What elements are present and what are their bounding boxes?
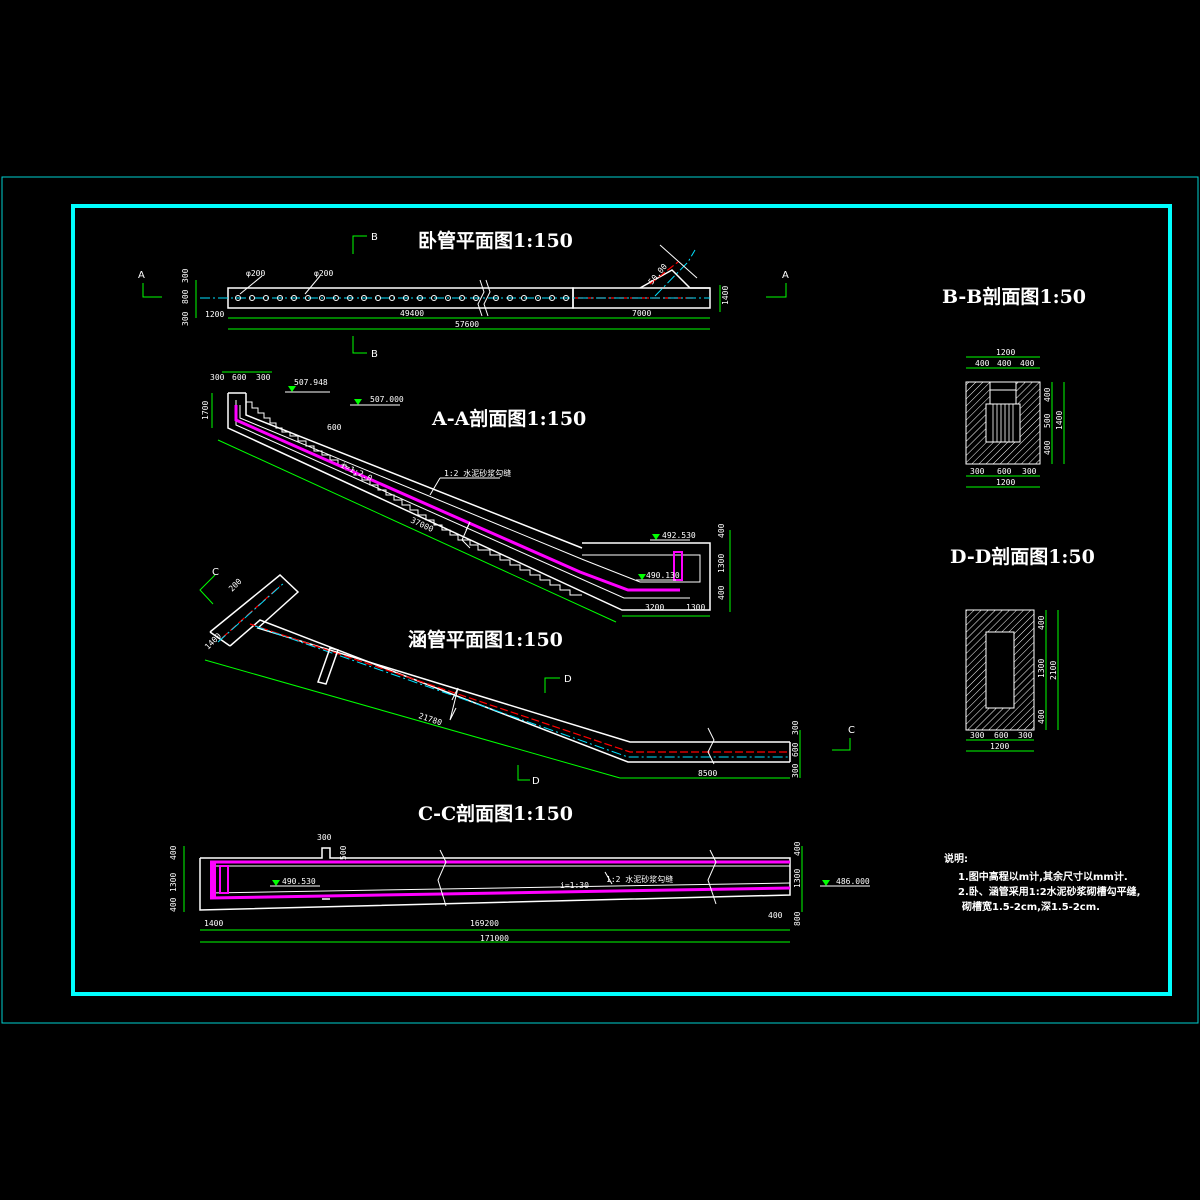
- culvert-dim-600: 600: [791, 742, 800, 757]
- bb-dim-top1200: 1200: [996, 348, 1015, 357]
- dd-dim-b600: 600: [994, 731, 1009, 740]
- aa-dim-400b: 400: [717, 585, 726, 600]
- bb-dim-b300a: 300: [970, 467, 985, 476]
- aa-dim-3200: 3200: [645, 603, 664, 612]
- bb-dim-r400b: 400: [1043, 440, 1052, 455]
- cc-dim-400a: 400: [169, 845, 178, 860]
- notes-heading: 说明:: [944, 852, 968, 865]
- plan-dim-49400: 49400: [400, 309, 424, 318]
- dd-dim-b300a: 300: [970, 731, 985, 740]
- marker-c-left: C: [212, 567, 219, 578]
- cc-dim-500: 500: [339, 845, 348, 860]
- culvert-plan: 涵管平面图1:150 C C D D 21780 8500 200 1400 3…: [199, 567, 855, 787]
- aa-dim-600b: 600: [327, 423, 342, 432]
- dd-dim-r400a: 400: [1037, 615, 1046, 630]
- culvert-dim-21780: 21780: [417, 711, 443, 727]
- plan-dim-300b: 300: [181, 311, 190, 326]
- cc-dim-1300: 1300: [169, 873, 178, 892]
- cc-dim-r400a: 400: [793, 841, 802, 856]
- culvert-dim-200: 200: [227, 577, 244, 594]
- bb-dim-r500: 500: [1043, 413, 1052, 428]
- aa-dim-600: 600: [232, 373, 247, 382]
- cc-mortar: 1:2 水泥砂浆勾缝: [606, 874, 673, 884]
- plan-dim-1400: 1400: [721, 286, 730, 305]
- aa-elev-2: 507.000: [370, 395, 404, 404]
- bb-dim-t400b: 400: [997, 359, 1012, 368]
- cc-dim-r800: 800: [793, 911, 802, 926]
- dd-dim-b300b: 300: [1018, 731, 1033, 740]
- marker-b-bottom: B: [371, 349, 378, 360]
- bb-dim-b600: 600: [997, 467, 1012, 476]
- phi-label-a: φ200: [246, 269, 265, 278]
- plan-dim-7000: 7000: [632, 309, 651, 318]
- aa-dim-300a: 300: [210, 373, 225, 382]
- lying-pipe-plan: 卧管平面图1:150 A A B B: [138, 229, 789, 360]
- aa-dim-1300: 1300: [686, 603, 705, 612]
- culvert-dim-300: 300: [791, 720, 800, 735]
- cc-slope: i=1:30: [560, 881, 589, 890]
- bb-dim-r1400: 1400: [1055, 411, 1064, 430]
- aa-mortar: 1:2 水泥砂浆勾缝: [444, 468, 511, 478]
- plan-dim-300a: 300: [181, 268, 190, 283]
- marker-a-left: A: [138, 270, 145, 281]
- cc-dim-171000: 171000: [480, 934, 509, 943]
- cc-section: C-C剖面图1:150 300 500 400 1300 400 400 130…: [169, 802, 870, 943]
- dd-section: D-D剖面图1:50 300 600 300 1200 400 1300 400…: [950, 545, 1095, 752]
- aa-dim-400a: 400: [717, 523, 726, 538]
- cc-title: C-C剖面图1:150: [418, 802, 573, 825]
- aa-elev-4: 490.130: [646, 571, 680, 580]
- plan-title: 卧管平面图1:150: [418, 229, 573, 252]
- culvert-dim-1400: 1400: [203, 631, 223, 651]
- marker-b-top: B: [371, 232, 378, 243]
- aa-section: A-A剖面图1:150 507.948 507.000 492.530 490.…: [201, 371, 731, 623]
- culvert-title: 涵管平面图1:150: [408, 628, 563, 651]
- bb-section: B-B剖面图1:50 1200 400 400 400 300 600 300 …: [942, 285, 1086, 488]
- cc-dim-r400c: 400: [768, 911, 783, 920]
- dd-title: D-D剖面图1:50: [950, 545, 1095, 568]
- plan-dim-57600: 57600: [455, 320, 479, 329]
- cc-dim-top300: 300: [317, 833, 332, 842]
- phi-label-b: φ200: [314, 269, 333, 278]
- bb-title: B-B剖面图1:50: [942, 285, 1086, 308]
- notes-line2: 2.卧、涵管采用1:2水泥砂浆砌槽勾平缝,: [958, 885, 1140, 898]
- cc-dim-169200: 169200: [470, 919, 499, 928]
- culvert-dim-300b: 300: [791, 763, 800, 778]
- cc-dim-400b: 400: [169, 897, 178, 912]
- notes: 说明: 1.图中高程以m计,其余尺寸以mm计. 2.卧、涵管采用1:2水泥砂浆砌…: [944, 852, 1140, 913]
- bb-dim-b300b: 300: [1022, 467, 1037, 476]
- aa-title: A-A剖面图1:150: [431, 407, 586, 430]
- cc-elev-2: 486.000: [836, 877, 870, 886]
- aa-elev-3: 492.530: [662, 531, 696, 540]
- notes-line1: 1.图中高程以m计,其余尺寸以mm计.: [958, 870, 1128, 883]
- notes-line3: 砌槽宽1.5-2cm,深1.5-2cm.: [961, 900, 1100, 913]
- cc-dim-r1300: 1300: [793, 869, 802, 888]
- marker-c-right: C: [848, 725, 855, 736]
- cc-elev-1: 490.530: [282, 877, 316, 886]
- dd-dim-r2100: 2100: [1049, 661, 1058, 680]
- bb-dim-r400a: 400: [1043, 387, 1052, 402]
- aa-dim-1700: 1700: [201, 401, 210, 420]
- marker-a-right: A: [782, 270, 789, 281]
- aa-dim-300b: 300: [256, 373, 271, 382]
- bb-dim-t400a: 400: [975, 359, 990, 368]
- plan-dim-1200: 1200: [205, 310, 224, 319]
- cc-dim-1400: 1400: [204, 919, 223, 928]
- aa-elev-1: 507.948: [294, 378, 328, 387]
- aa-dim-1300b: 1300: [717, 554, 726, 573]
- plan-dim-800: 800: [181, 289, 190, 304]
- outer-frame: [1, 176, 1199, 1024]
- inlet-holes: [235, 295, 569, 301]
- culvert-dim-8500: 8500: [698, 769, 717, 778]
- dd-dim-r1300: 1300: [1037, 659, 1046, 678]
- dd-dim-r400b: 400: [1037, 709, 1046, 724]
- inner-frame: [71, 204, 1172, 996]
- marker-d-top: D: [564, 674, 572, 685]
- dd-dim-bot1200: 1200: [990, 742, 1009, 751]
- bb-dim-bot1200: 1200: [996, 478, 1015, 487]
- bb-dim-t400c: 400: [1020, 359, 1035, 368]
- marker-d-bottom: D: [532, 776, 540, 787]
